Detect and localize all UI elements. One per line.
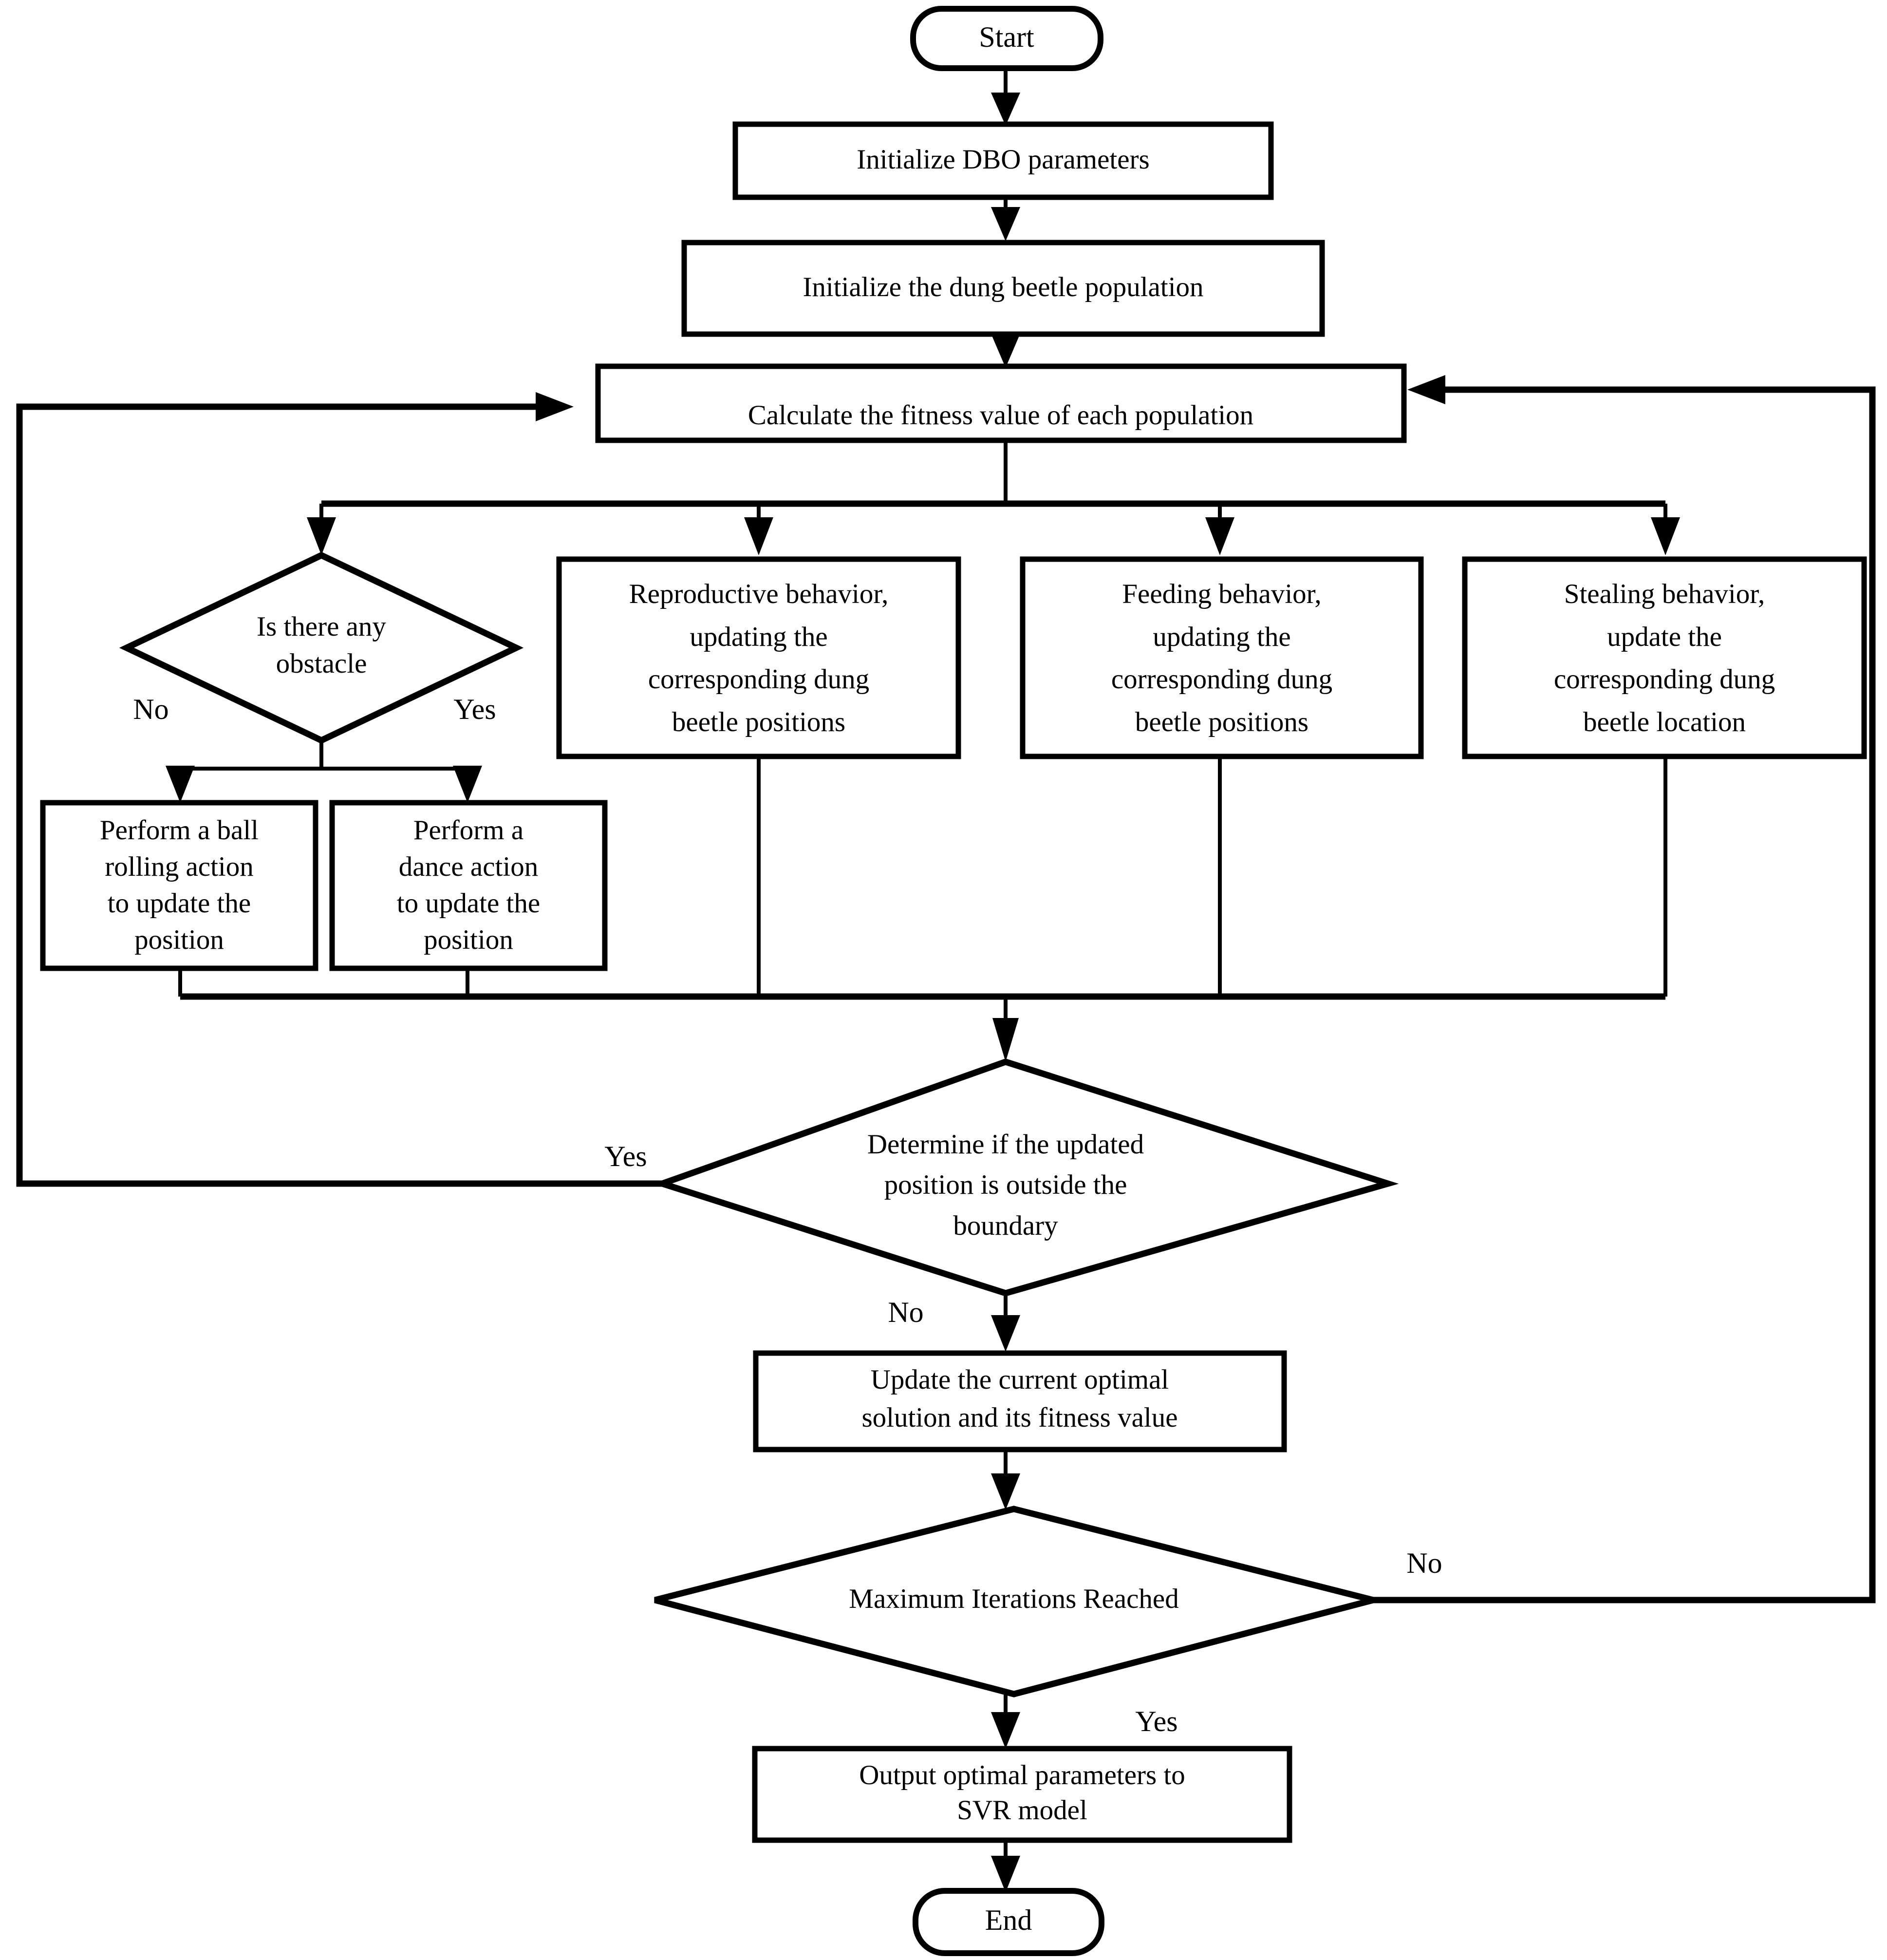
edge-output-to-end — [991, 1839, 1020, 1892]
edge-maxiter-yes — [991, 1694, 1020, 1749]
node-reproductive-line4: beetle positions — [672, 707, 845, 737]
node-boundary-decision[interactable]: Determine if the updated position is out… — [652, 1058, 1399, 1297]
node-update-optimal-line1: Update the current optimal — [871, 1364, 1169, 1395]
edge-calc-fitness-split — [307, 440, 1680, 555]
node-stealing-line4: beetle location — [1583, 707, 1746, 737]
node-feeding-line4: beetle positions — [1135, 707, 1308, 737]
edge-label-maxiter-yes: Yes — [1135, 1705, 1177, 1737]
edge-start-to-init-params — [991, 67, 1020, 126]
node-stealing[interactable]: Stealing behavior, update the correspond… — [1462, 556, 1867, 759]
edge-label-maxiter-no: No — [1406, 1547, 1442, 1579]
node-ball-rolling-line2: rolling action — [105, 851, 254, 882]
node-calc-fitness[interactable]: Calculate the fitness value of each popu… — [595, 363, 1407, 443]
node-stealing-line2: update the — [1607, 622, 1722, 652]
node-boundary-line3: boundary — [953, 1210, 1058, 1241]
node-init-params-label: Initialize DBO parameters — [857, 144, 1149, 175]
edge-boundary-no — [991, 1293, 1020, 1352]
node-feeding[interactable]: Feeding behavior, updating the correspon… — [1020, 556, 1424, 759]
node-dance-line4: position — [424, 924, 513, 955]
node-output-svr-line1: Output optimal parameters to — [859, 1760, 1185, 1790]
node-calc-fitness-label: Calculate the fitness value of each popu… — [748, 400, 1253, 431]
node-output-svr-line2: SVR model — [957, 1795, 1087, 1826]
node-stealing-line1: Stealing behavior, — [1564, 579, 1765, 609]
node-init-population-label: Initialize the dung beetle population — [803, 272, 1203, 302]
node-max-iterations-label: Maximum Iterations Reached — [849, 1583, 1178, 1614]
node-boundary-line1: Determine if the updated — [867, 1129, 1144, 1160]
node-update-optimal-line2: solution and its fitness value — [861, 1402, 1177, 1433]
edge-behaviors-merge — [178, 756, 1667, 1062]
node-output-svr[interactable]: Output optimal parameters to SVR model — [752, 1746, 1292, 1843]
node-reproductive-line3: corresponding dung — [648, 664, 869, 695]
node-ball-rolling[interactable]: Perform a ball rolling action to update … — [40, 800, 318, 971]
node-init-population[interactable]: Initialize the dung beetle population — [681, 240, 1325, 337]
edge-population-to-calc-fitness — [991, 334, 1020, 368]
node-dance-line2: dance action — [399, 851, 538, 882]
node-feeding-line3: corresponding dung — [1111, 664, 1332, 695]
node-update-optimal[interactable]: Update the current optimal solution and … — [753, 1350, 1287, 1452]
node-start[interactable]: Start — [910, 6, 1103, 71]
node-reproductive-line2: updating the — [690, 622, 827, 652]
edge-boundary-yes-loop — [16, 392, 662, 1187]
node-end-label: End — [985, 1904, 1032, 1936]
node-boundary-line2: position is outside the — [884, 1169, 1127, 1200]
node-reproductive[interactable]: Reproductive behavior, updating the corr… — [556, 556, 961, 759]
node-feeding-line2: updating the — [1153, 622, 1290, 652]
node-ball-rolling-line1: Perform a ball — [100, 815, 259, 846]
edge-label-boundary-yes: Yes — [604, 1140, 647, 1172]
edge-maxiter-no-loop — [1373, 375, 1876, 1603]
edge-obstacle-split — [166, 739, 482, 803]
node-stealing-line3: corresponding dung — [1554, 664, 1775, 695]
edge-init-params-to-population — [991, 195, 1020, 241]
node-reproductive-line1: Reproductive behavior, — [629, 579, 889, 609]
node-dance[interactable]: Perform a dance action to update the pos… — [329, 800, 608, 971]
node-dance-line1: Perform a — [413, 815, 523, 846]
node-feeding-line1: Feeding behavior, — [1122, 579, 1321, 609]
edge-label-obstacle-no: No — [133, 693, 168, 725]
edge-label-obstacle-yes: Yes — [453, 693, 496, 725]
node-end[interactable]: End — [913, 1888, 1104, 1956]
node-ball-rolling-line4: position — [134, 924, 224, 955]
edge-update-to-maxiter — [991, 1449, 1020, 1510]
edge-label-boundary-no: No — [888, 1296, 923, 1328]
node-obstacle-line2: obstacle — [276, 648, 367, 679]
node-obstacle-line1: Is there any — [257, 611, 386, 642]
node-start-label: Start — [979, 21, 1034, 53]
node-max-iterations[interactable]: Maximum Iterations Reached — [654, 1506, 1374, 1697]
node-dance-line3: to update the — [397, 888, 540, 919]
node-ball-rolling-line3: to update the — [108, 888, 251, 919]
node-init-params[interactable]: Initialize DBO parameters — [732, 121, 1274, 200]
node-obstacle-decision[interactable]: Is there any obstacle — [119, 551, 524, 744]
